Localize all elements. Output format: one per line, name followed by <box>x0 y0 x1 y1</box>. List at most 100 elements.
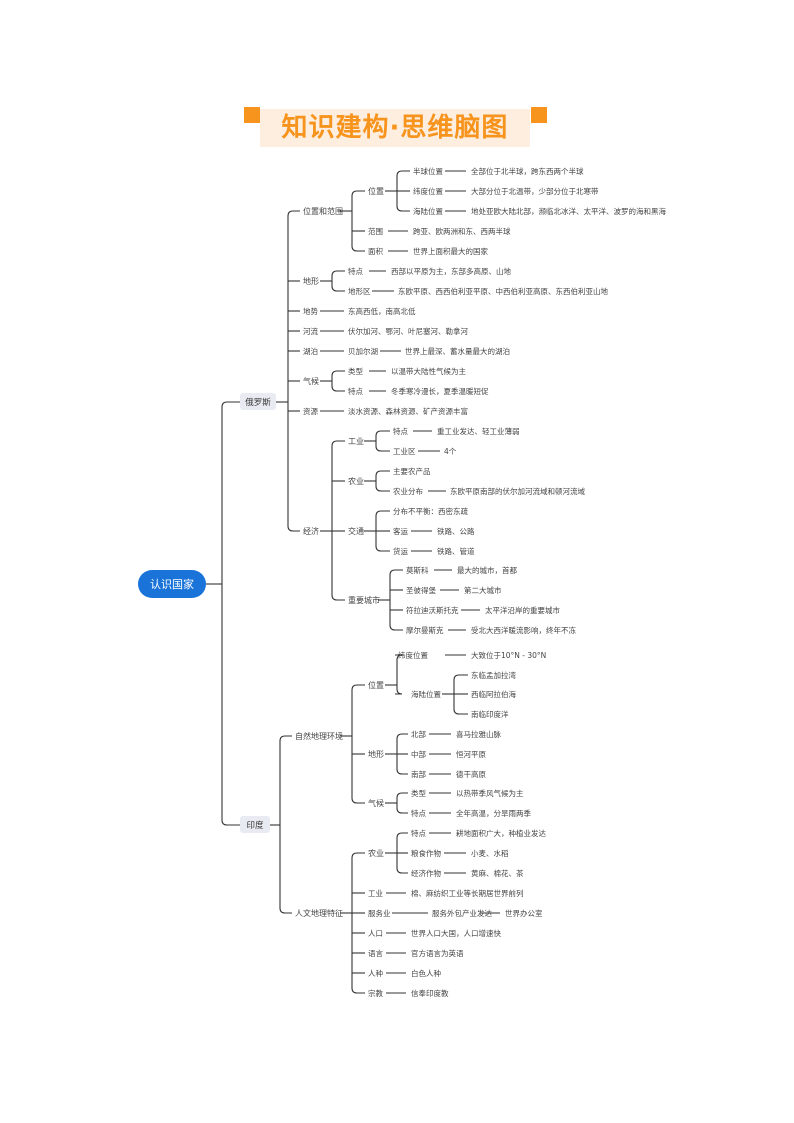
ru-city2-key: 圣彼得堡 <box>406 585 436 595</box>
ru-terrain-feat-key: 特点 <box>348 266 363 276</box>
in-south-value: 德干高原 <box>456 769 486 779</box>
ru-agri-branch-0 <box>375 470 390 477</box>
ru-climate-feat-value: 冬季寒冷漫长，夏季温暖短促 <box>391 386 489 396</box>
ru-rivers-key: 河流 <box>303 326 318 336</box>
ru-cities-branch-0 <box>389 569 403 576</box>
page-title: 知识建构·思维脑图 <box>281 113 509 143</box>
in-climate-feat-key: 特点 <box>411 808 426 818</box>
in-climate-feat-value: 全年高温，分旱雨两季 <box>456 808 531 818</box>
in-race-key: 人种 <box>368 968 383 978</box>
in-language-value: 官方语言为英语 <box>411 948 464 958</box>
in-south-key: 南部 <box>411 769 426 779</box>
ru-area-key: 面积 <box>368 246 383 256</box>
ru-industry-zone-key: 工业区 <box>393 446 416 456</box>
in-middle-value: 恒河平原 <box>456 749 486 759</box>
in-human-branch-6 <box>351 987 365 994</box>
ru-industry-branch-0 <box>375 430 390 437</box>
in-service-value: 世界办公室 <box>505 908 543 918</box>
in-terrain-node: 地形 <box>368 749 384 759</box>
ru-transport-branch-0 <box>375 510 390 517</box>
in-latitude-value: 大致位于10°N - 30°N <box>471 650 546 660</box>
ru-lake-key: 湖泊 <box>303 346 318 356</box>
ru-agri-branch-1 <box>375 485 390 492</box>
ru-city2-value: 第二大城市 <box>464 585 502 595</box>
in-position-node: 位置 <box>368 680 384 690</box>
ru-economy-node: 经济 <box>303 526 319 536</box>
in-sea-west: 西临阿拉伯海 <box>471 689 516 699</box>
ru-industry-feat-key: 特点 <box>393 426 408 436</box>
ru-terrain-zones-value: 东欧平原、西西伯利亚平原、中西伯利亚高原、东西伯利亚山地 <box>398 286 608 296</box>
ru-climate-branch-0 <box>331 370 345 377</box>
ru-sea-land-value: 地处亚欧大陆北部，濒临北冰洋、太平洋、波罗的海和黑海 <box>471 206 666 216</box>
in-agri-branch-0 <box>396 832 408 839</box>
ru-freight-value: 铁路、管道 <box>437 546 475 556</box>
ru-econ-branch-3 <box>331 594 345 601</box>
in-agriculture-node: 农业 <box>368 848 384 858</box>
title-left-square-icon <box>244 107 260 123</box>
ru-city3-key: 符拉迪沃斯托克 <box>406 605 459 615</box>
in-religion-key: 宗教 <box>368 988 383 998</box>
in-language-key: 语言 <box>368 948 383 958</box>
india-branch-1 <box>279 907 292 914</box>
ru-terrain-branch-0 <box>331 270 345 277</box>
ru-industry-zone-value: 4个 <box>444 447 457 456</box>
in-pos-branch-0 <box>395 654 403 661</box>
in-climate-type-key: 类型 <box>411 788 426 798</box>
ru-transport-uneven: 分布不平衡：西密东疏 <box>393 506 468 516</box>
in-human-branch-0 <box>351 852 365 859</box>
ru-range-key: 范围 <box>368 226 383 236</box>
ru-loc-branch-0 <box>351 190 365 197</box>
ru-agriculture-node: 农业 <box>348 476 364 486</box>
ru-passenger-key: 客运 <box>393 526 408 536</box>
root-label: 认识国家 <box>150 577 194 591</box>
in-nature-node: 自然地理环境 <box>295 731 343 741</box>
in-agri-feat-key: 特点 <box>411 828 426 838</box>
india-node[interactable] <box>240 816 270 833</box>
in-industry-value: 棉、麻纺织工业等长期居世界前列 <box>411 888 524 898</box>
in-sea-east: 东临孟加拉湾 <box>471 670 516 680</box>
in-race-value: 白色人种 <box>411 968 441 978</box>
in-industry-key: 工业 <box>368 888 383 898</box>
ru-lake-mid: 贝加尔湖 <box>348 346 378 356</box>
ru-agri-dist-key: 农业分布 <box>393 486 423 496</box>
ru-city3-value: 太平洋沿岸的重要城市 <box>485 605 560 615</box>
ru-slope-value: 东高西低，南高北低 <box>348 306 416 316</box>
root-node[interactable] <box>138 570 206 598</box>
in-grain-key: 粮食作物 <box>411 848 441 858</box>
ru-slope-key: 地势 <box>303 306 318 316</box>
ru-range-value: 跨亚、欧两洲和东、西两半球 <box>413 226 511 236</box>
russia-node[interactable] <box>240 393 276 410</box>
ru-rivers-value: 伏尔加河、鄂河、叶尼塞河、勒拿河 <box>348 326 468 336</box>
in-population-key: 人口 <box>368 929 383 938</box>
in-population-value: 世界人口大国，人口增速快 <box>411 928 501 938</box>
ru-hemisphere-key: 半球位置 <box>413 166 443 176</box>
in-sea-land-key: 海陆位置 <box>411 689 441 699</box>
in-climate-branch-0 <box>396 792 408 799</box>
in-service-mid: 服务外包产业发达 <box>432 908 492 918</box>
ru-freight-key: 货运 <box>393 546 408 556</box>
ru-lake-value: 世界上最深、蓄水量最大的湖泊 <box>405 346 510 356</box>
title-right-square-icon <box>531 107 547 123</box>
ru-agri-dist-value: 东欧平原南部的伏尔加河流域和顿河流域 <box>450 486 585 496</box>
in-human-node: 人文地理特征 <box>295 908 343 918</box>
in-service-key: 服务业 <box>368 908 391 918</box>
ru-latitude-value: 大部分位于北温带，少部分位于北寒带 <box>471 186 599 196</box>
russia-label: 俄罗斯 <box>245 397 271 408</box>
ru-city1-value: 最大的城市，首都 <box>457 565 517 575</box>
ru-sea-land-key: 海陆位置 <box>413 206 443 216</box>
ru-terrain-node: 地形 <box>303 276 319 286</box>
ru-industry-branch-1 <box>375 445 390 452</box>
ru-loc-branch-2 <box>351 245 365 252</box>
root-branch-1 <box>221 819 240 826</box>
india-branch-0 <box>279 735 292 742</box>
ru-climate-type-value: 以温带大陆性气候为主 <box>391 366 466 376</box>
in-nature-branch-2 <box>351 797 365 804</box>
in-pos-branch-1 <box>395 688 403 695</box>
root-branch-0 <box>221 401 240 408</box>
in-terrain-branch-2 <box>396 768 408 775</box>
ru-terrain-feat-value: 西部以平原为主，东部多高原、山地 <box>391 266 511 276</box>
connector-lines <box>206 170 500 994</box>
in-agri-feat-value: 耕地面积广大，种植业发达 <box>456 828 546 838</box>
ru-passenger-value: 铁路、公路 <box>437 526 475 536</box>
in-middle-key: 中部 <box>411 749 426 759</box>
